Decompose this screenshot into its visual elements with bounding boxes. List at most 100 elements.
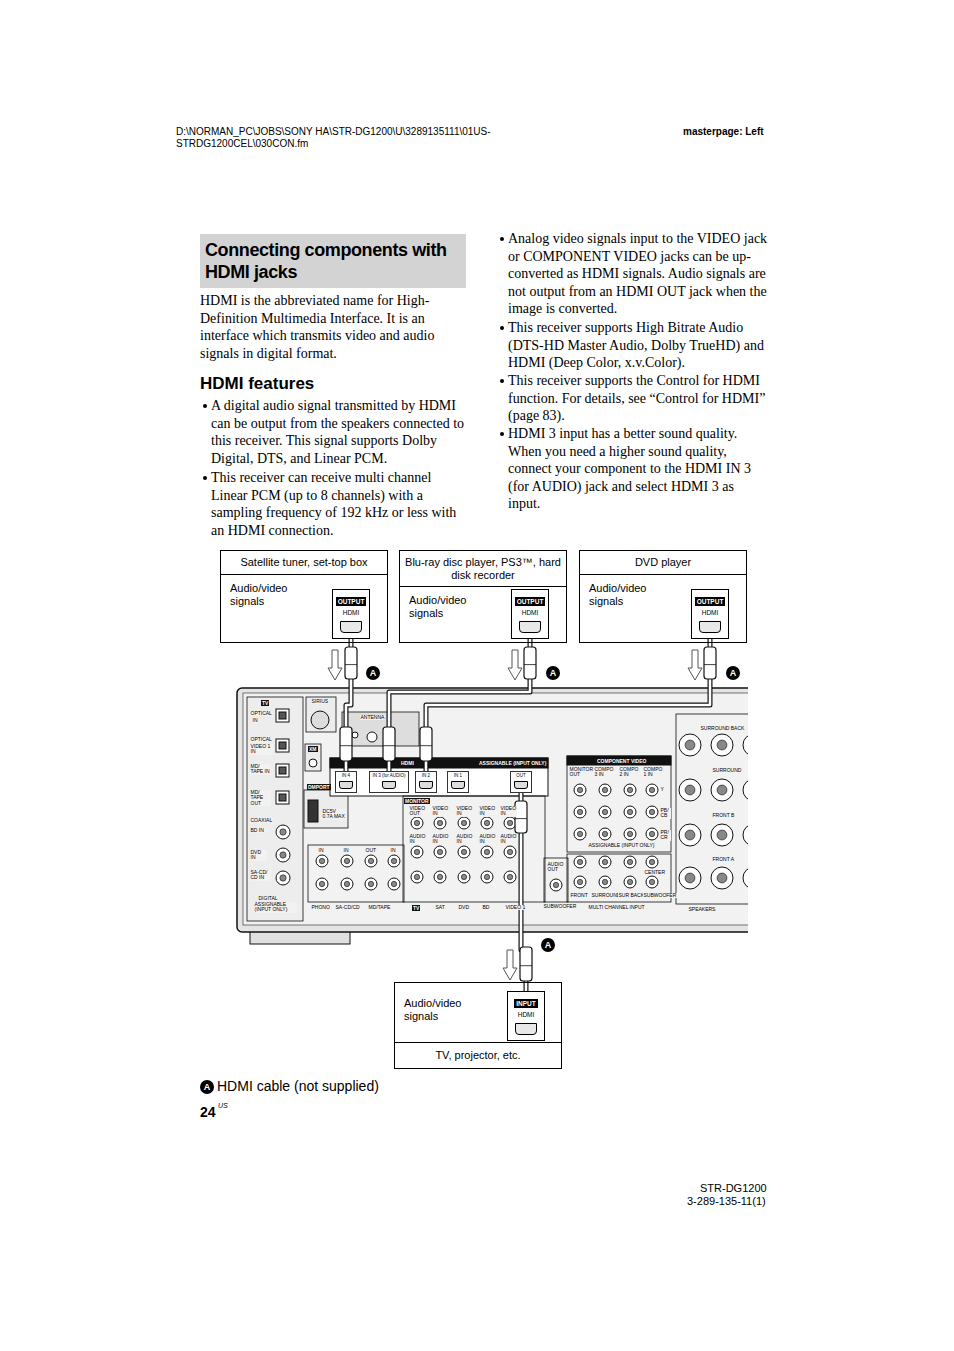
jack-core bbox=[461, 849, 466, 854]
jack-ring bbox=[624, 876, 636, 888]
panel-label: HDMI bbox=[400, 760, 415, 766]
hdmi-socket bbox=[451, 781, 465, 789]
jack-core bbox=[484, 820, 489, 825]
panel-label: SA-CD/ CD IN bbox=[250, 870, 271, 881]
drawing-part bbox=[243, 693, 748, 925]
panel-label: TV bbox=[261, 700, 269, 706]
jack-ring bbox=[646, 784, 658, 796]
cable-plug bbox=[420, 727, 432, 761]
jack-label: IN 4 bbox=[336, 773, 356, 778]
signal-text: Audio/video signals bbox=[589, 582, 681, 608]
receiver-hdmi-jack: OUT bbox=[510, 771, 532, 793]
jack-core bbox=[553, 882, 558, 887]
jack-ring bbox=[341, 878, 353, 890]
panel-label: AUDIO IN bbox=[409, 834, 426, 845]
hdmi-socket bbox=[515, 1023, 537, 1035]
signal-text: Audio/video signals bbox=[230, 582, 322, 608]
panel-label: SUBWOOFER bbox=[643, 893, 677, 898]
panel-label: MONITOR bbox=[404, 798, 430, 804]
panel-label: VIDEO 1 bbox=[505, 905, 526, 910]
jack-name: HDMI bbox=[512, 609, 548, 616]
jack-core bbox=[577, 831, 582, 836]
jack-core bbox=[280, 852, 286, 858]
component-box: DVD playerAudio/video signalsOUTPUTHDMI bbox=[579, 550, 747, 643]
panel-label: XM bbox=[308, 746, 318, 752]
panel-label: SUBWOOFER bbox=[543, 904, 577, 909]
drawing-part bbox=[276, 791, 289, 804]
jack-ring bbox=[316, 855, 328, 867]
panel-label: AUDIO IN bbox=[432, 834, 449, 845]
callout-letter: A bbox=[546, 666, 560, 680]
panel-label: SURROUND bbox=[591, 893, 621, 898]
drawing-part bbox=[508, 650, 522, 680]
panel-label: BD IN bbox=[250, 828, 267, 833]
panel-label: DC5V 0.7A MAX bbox=[322, 809, 347, 820]
panel-label: SUR BACK bbox=[618, 893, 645, 898]
jack-tag: OUTPUT bbox=[515, 597, 546, 606]
jack-tag: INPUT bbox=[514, 999, 538, 1008]
jack-core bbox=[577, 879, 582, 884]
jack-label: IN 2 bbox=[416, 773, 436, 778]
cable-core bbox=[426, 639, 710, 771]
hdmi-jack: OUTPUTHDMI bbox=[332, 589, 370, 639]
signal-text: Audio/video signals bbox=[404, 997, 496, 1023]
jack-core bbox=[602, 787, 607, 792]
drawing-part bbox=[403, 796, 545, 902]
jack-ring bbox=[711, 734, 733, 756]
panel-label: Y bbox=[660, 787, 664, 792]
jack-ring bbox=[599, 784, 611, 796]
jack-ring bbox=[434, 817, 446, 829]
jack-ring bbox=[599, 828, 611, 840]
jack-ring bbox=[276, 825, 290, 839]
jack-core bbox=[461, 874, 466, 879]
plug-ridge bbox=[520, 965, 532, 966]
drawing-part bbox=[279, 767, 286, 774]
plug-ridge bbox=[340, 745, 352, 746]
bullet-dot bbox=[500, 432, 504, 436]
bullet-dot bbox=[500, 379, 504, 383]
jack-core bbox=[717, 830, 727, 840]
panel-label: VIDEO OUT bbox=[409, 806, 426, 817]
jack-ring bbox=[646, 828, 658, 840]
jack-ring bbox=[679, 867, 701, 889]
jack-ring bbox=[599, 856, 611, 868]
jack-ring bbox=[458, 871, 470, 883]
jack-core bbox=[577, 859, 582, 864]
signal-text: Audio/video signals bbox=[409, 594, 501, 620]
jack-core bbox=[649, 831, 654, 836]
panel-label: SPEAKERS bbox=[688, 907, 716, 912]
panel-label: CENTER bbox=[644, 870, 666, 875]
jack-core bbox=[717, 740, 727, 750]
jack-core bbox=[368, 881, 373, 886]
drawing-part bbox=[330, 758, 548, 796]
hdmi-jack: INPUTHDMI bbox=[507, 991, 545, 1041]
drawing-part bbox=[276, 709, 289, 722]
bullet-text: Analog video signals input to the VIDEO … bbox=[508, 230, 768, 318]
jack-core bbox=[602, 859, 607, 864]
panel-label: DVD IN bbox=[250, 850, 267, 861]
cable-plug bbox=[704, 647, 716, 679]
callout-letter: A bbox=[366, 666, 380, 680]
panel-label: FRONT B bbox=[712, 813, 735, 818]
hdmi-socket bbox=[519, 621, 541, 633]
jack-name: HDMI bbox=[692, 609, 728, 616]
jack-core bbox=[602, 809, 607, 814]
page-number: 24 bbox=[200, 1104, 216, 1120]
receiver-hdmi-jack: IN 2 bbox=[415, 771, 437, 793]
jack-ring bbox=[711, 824, 733, 846]
panel-label: MD/ TAPE IN bbox=[250, 764, 271, 775]
panel-label: AUDIO IN bbox=[500, 834, 517, 845]
component-box: Blu-ray disc player, PS3™, hard disk rec… bbox=[399, 550, 567, 643]
drawing-part bbox=[676, 714, 748, 904]
bullet-dot bbox=[500, 326, 504, 330]
panel-label: MD/ TAPE OUT bbox=[250, 790, 271, 806]
plug-ridge bbox=[383, 745, 395, 746]
jack-ring bbox=[276, 848, 290, 862]
jack-core bbox=[437, 874, 442, 879]
drawing-part bbox=[237, 688, 748, 932]
legend-text: HDMI cable (not supplied) bbox=[217, 1078, 379, 1095]
receiver-hdmi-jack: IN 1 bbox=[447, 771, 469, 793]
jack-core bbox=[344, 881, 349, 886]
hdmi-socket bbox=[514, 781, 528, 789]
